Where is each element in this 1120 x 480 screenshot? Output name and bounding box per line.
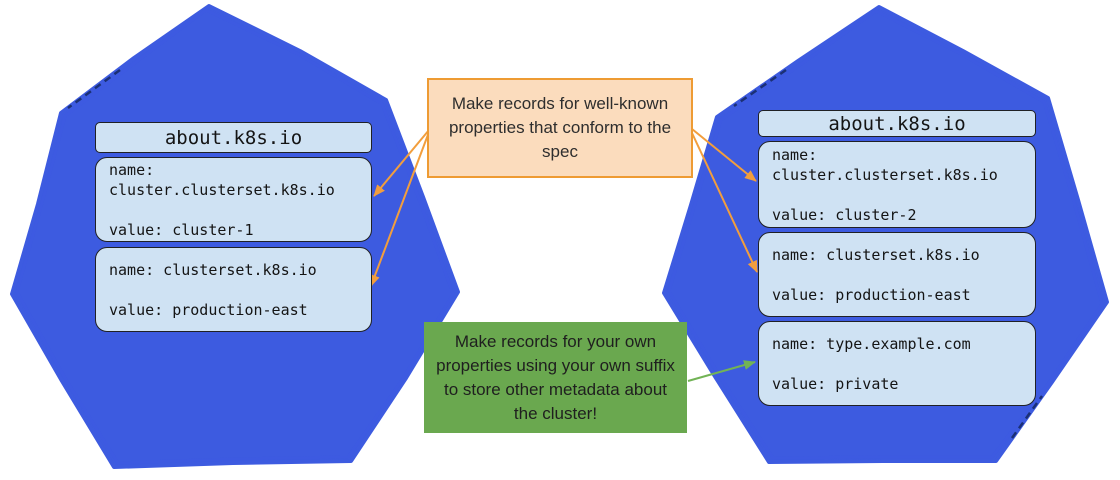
right-cluster-heptagon-sketch: [667, 9, 1104, 460]
arrow-wellknown-to-right-record-2: [691, 132, 758, 273]
sketch-stroke: [733, 68, 787, 108]
right-record-clusterset: name: clusterset.k8s.io value: productio…: [758, 232, 1036, 317]
right-record-custom-property: name: type.example.com value: private: [758, 321, 1036, 406]
wellknown-properties-note: Make records for well-known properties t…: [427, 78, 693, 178]
arrow-wellknown-to-right-record-1: [691, 128, 757, 182]
sketch-stroke: [67, 68, 121, 110]
left-record-clusterset: name: clusterset.k8s.io value: productio…: [95, 247, 372, 332]
arrow-custom-to-right-record-3: [687, 360, 756, 382]
left-cluster-header: about.k8s.io: [95, 122, 372, 153]
left-record-cluster-name: name: cluster.clusterset.k8s.io value: c…: [95, 157, 372, 242]
custom-properties-note: Make records for your own properties usi…: [424, 322, 687, 433]
right-record-cluster-name: name: cluster.clusterset.k8s.io value: c…: [758, 141, 1036, 228]
sketch-stroke: [1010, 395, 1044, 439]
arrow-wellknown-to-left-record-2: [370, 131, 430, 287]
left-cluster-heptagon-sketch: [15, 8, 455, 465]
arrow-wellknown-to-left-record-1: [373, 129, 430, 197]
right-cluster-header: about.k8s.io: [758, 110, 1036, 137]
